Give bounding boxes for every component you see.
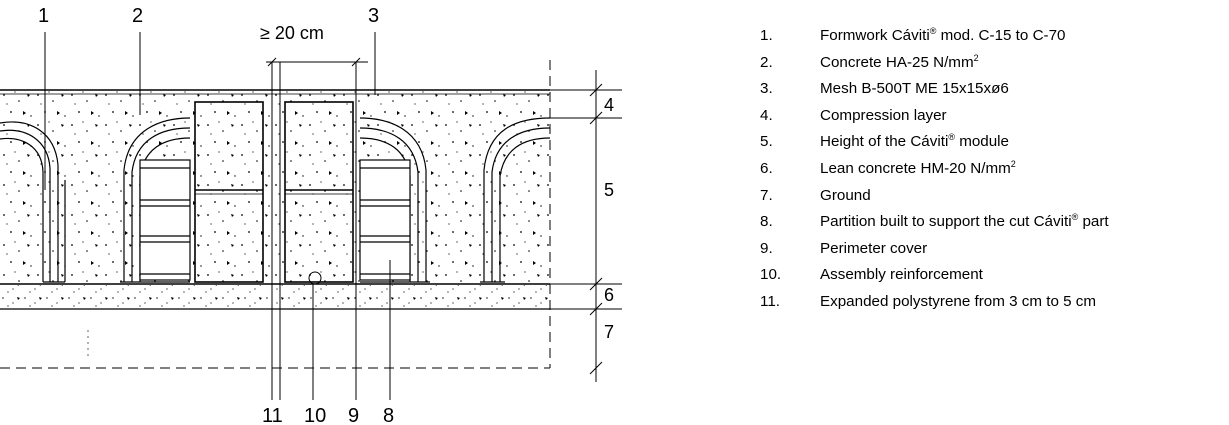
width-dimension-label: ≥ 20 cm bbox=[260, 23, 324, 43]
dim-label-5: 5 bbox=[604, 180, 614, 200]
polystyrene-joint bbox=[271, 62, 357, 400]
callout-8: 8 bbox=[383, 405, 394, 425]
legend-item: 6. Lean concrete HM-20 N/mm2 bbox=[760, 159, 1225, 186]
concrete-slab bbox=[0, 91, 550, 283]
legend-text: Assembly reinforcement bbox=[820, 266, 983, 284]
formwork-arch-right bbox=[480, 117, 551, 283]
legend-item: 10. Assembly reinforcement bbox=[760, 265, 1225, 292]
legend-text: Lean concrete HM-20 N/mm2 bbox=[820, 158, 1016, 177]
legend-num: 2. bbox=[760, 53, 773, 71]
side-dimension bbox=[550, 70, 622, 382]
legend-text: Partition built to support the cut Cávit… bbox=[820, 212, 1109, 231]
dim-label-7: 7 bbox=[604, 322, 614, 342]
legend-num: 1. bbox=[760, 27, 773, 44]
assembly-reinforcement bbox=[308, 271, 322, 285]
legend-num: 8. bbox=[760, 213, 773, 231]
section-drawing: ≥ 20 cm 1 2 3 11 10 9 8 4 5 6 7 bbox=[0, 5, 622, 425]
legend-item: 5. Height of the Cáviti® module bbox=[760, 132, 1225, 159]
callout-10: 10 bbox=[304, 405, 326, 425]
callout-leaders-top bbox=[44, 32, 376, 190]
lean-concrete-layer bbox=[0, 285, 550, 309]
legend-text: Formwork Cáviti® mod. C-15 to C-70 bbox=[820, 26, 1066, 45]
legend-text: Expanded polystyrene from 3 cm to 5 cm bbox=[820, 292, 1097, 310]
legend-text: Concrete HA-25 N/mm2 bbox=[820, 52, 979, 71]
legend-item: 1. Formwork Cáviti® mod. C-15 to C-70 bbox=[760, 26, 1225, 53]
slab-outline bbox=[0, 60, 551, 369]
legend-item: 3. Mesh B-500T ME 15x15xø6 bbox=[760, 79, 1225, 106]
legend-text: Compression layer bbox=[820, 106, 947, 124]
legend-num: 3. bbox=[760, 80, 773, 98]
legend-text: Ground bbox=[820, 186, 871, 204]
callout-leaders-bottom bbox=[312, 260, 391, 400]
formwork-arch-left bbox=[0, 121, 66, 283]
legend-item: 7. Ground bbox=[760, 186, 1225, 213]
formwork-arch-center-right bbox=[359, 117, 430, 283]
legend-item: 8. Partition built to support the cut Cáv… bbox=[760, 212, 1225, 239]
partition-left bbox=[194, 101, 264, 283]
dim-label-6: 6 bbox=[604, 285, 614, 305]
legend-text: Mesh B-500T ME 15x15xø6 bbox=[820, 80, 1009, 98]
callout-9: 9 bbox=[348, 405, 359, 425]
formwork-arch-center-left bbox=[120, 117, 191, 283]
legend-item: 11. Expanded polystyrene from 3 cm to 5 c… bbox=[760, 292, 1225, 319]
width-dimension bbox=[266, 57, 368, 67]
legend-text: Perimeter cover bbox=[820, 239, 928, 257]
legend: 1. Formwork Cáviti® mod. C-15 to C-70 2. C… bbox=[760, 26, 1225, 319]
legend-text: Height of the Cáviti® module bbox=[820, 132, 1010, 151]
callout-2: 2 bbox=[132, 5, 143, 27]
legend-num: 9. bbox=[760, 239, 773, 257]
legend-num: 4. bbox=[760, 106, 773, 124]
legend-num: 10. bbox=[760, 266, 782, 284]
legend-num: 11. bbox=[760, 292, 780, 310]
legend-num: 7. bbox=[760, 186, 773, 204]
callout-11: 11 bbox=[262, 405, 283, 425]
callout-3: 3 bbox=[368, 5, 379, 27]
legend-num: 5. bbox=[760, 133, 773, 151]
legend-item: 2. Concrete HA-25 N/mm2 bbox=[760, 53, 1225, 80]
legend-item: 9. Perimeter cover bbox=[760, 239, 1225, 266]
dim-label-4: 4 bbox=[604, 95, 614, 115]
legend-num: 6. bbox=[760, 159, 773, 177]
legend-item: 4. Compression layer bbox=[760, 106, 1225, 133]
callout-1: 1 bbox=[38, 5, 49, 27]
